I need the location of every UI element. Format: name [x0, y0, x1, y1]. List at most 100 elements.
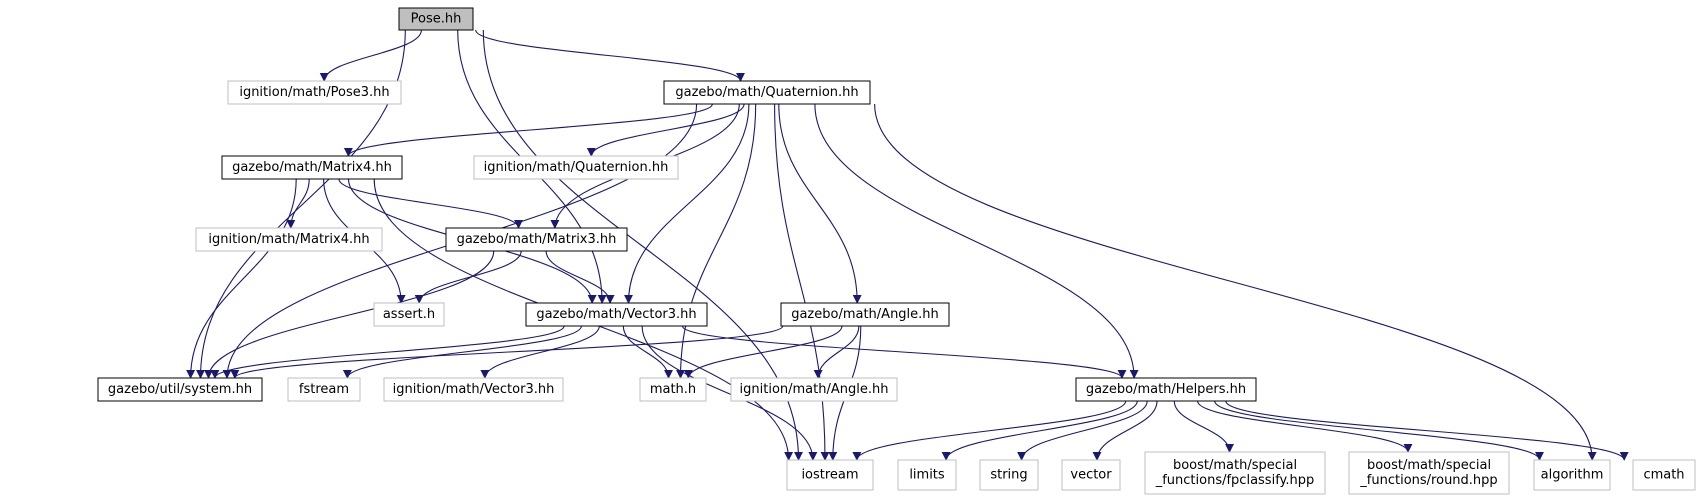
node-ign_pose3: ignition/math/Pose3.hh: [227, 80, 402, 105]
edge-helpers-to-fpclassify: [1173, 400, 1234, 453]
node-matrix3[interactable]: gazebo/math/Matrix3.hh: [445, 227, 628, 252]
node-fstream-box: [287, 377, 361, 402]
node-assert-box: [373, 302, 445, 327]
node-iostream-box: [786, 459, 874, 491]
node-quaternion[interactable]: gazebo/math/Quaternion.hh: [663, 80, 871, 105]
edge-pose-to-quaternion: [475, 29, 745, 82]
edge-quaternion-to-math_h: [676, 103, 757, 379]
node-matrix4[interactable]: gazebo/math/Matrix4.hh: [221, 155, 403, 180]
node-string: string: [979, 459, 1039, 491]
edge-matrix4-to-system: [186, 178, 297, 379]
node-vector-label: vector: [1070, 468, 1112, 483]
node-math_h: math.h: [639, 377, 707, 402]
node-cmath-label: cmath: [1643, 468, 1684, 483]
edge-matrix3-to-system: [204, 250, 495, 379]
node-string-label: string: [990, 468, 1027, 483]
node-vector-box: [1061, 459, 1121, 491]
edge-vector3-to-helpers: [681, 325, 1127, 379]
node-pose-label: Pose.hh: [411, 12, 462, 27]
node-ign_matrix4-box: [195, 227, 383, 252]
edge-vector3-to-math_h: [622, 325, 673, 379]
node-assert: assert.h: [373, 302, 445, 327]
edge-helpers-to-cmath: [1225, 400, 1629, 461]
edge-quaternion-to-matrix4: [344, 103, 713, 157]
node-pose[interactable]: Pose.hh: [398, 7, 474, 31]
node-round-label-line-2: _functions/round.hpp: [1359, 473, 1497, 488]
node-ign_quaternion: ignition/math/Quaternion.hh: [473, 155, 679, 180]
node-matrix4-box: [221, 155, 403, 180]
node-vector3-box: [525, 302, 708, 327]
node-algorithm-label: algorithm: [1541, 468, 1604, 483]
node-layer: Pose.hh ignition/math/Pose3.hh gazebo/math…: [97, 7, 1696, 495]
edge-matrix4-to-ign_matrix4: [286, 178, 310, 229]
edge-helpers-to-round: [1197, 400, 1413, 453]
node-ign_pose3-label: ignition/math/Pose3.hh: [239, 85, 389, 100]
node-ign_pose3-box: [227, 80, 402, 105]
edge-vector3-to-system: [210, 325, 565, 379]
node-angle-label: gazebo/math/Angle.hh: [791, 307, 939, 322]
node-algorithm: algorithm: [1533, 459, 1611, 491]
node-fstream-label: fstream: [299, 382, 349, 397]
node-quaternion-box: [663, 80, 871, 105]
node-fpclassify: boost/math/special_functions/fpclassify.…: [1144, 451, 1326, 495]
node-angle-box: [780, 302, 950, 327]
edge-helpers-to-vector: [1092, 400, 1158, 461]
node-round-box: [1348, 451, 1510, 495]
node-angle[interactable]: gazebo/math/Angle.hh: [780, 302, 950, 327]
node-system[interactable]: gazebo/util/system.hh: [97, 377, 263, 402]
edge-helpers-to-algorithm: [1214, 400, 1544, 461]
node-ign_angle: ignition/math/Angle.hh: [730, 377, 898, 402]
node-matrix3-label: gazebo/math/Matrix3.hh: [457, 232, 617, 247]
node-iostream: iostream: [786, 459, 874, 491]
node-math_h-label: math.h: [650, 382, 696, 397]
edge-angle-to-system: [230, 325, 784, 379]
node-vector: vector: [1061, 459, 1121, 491]
edge-pose-to-ign_pose3: [319, 29, 422, 82]
edge-quaternion-to-cmath: [874, 103, 1597, 461]
edge-quaternion-to-angle: [778, 103, 862, 304]
node-algorithm-box: [1533, 459, 1611, 491]
node-ign_vector3: ignition/math/Vector3.hh: [383, 377, 564, 402]
node-ign_matrix4: ignition/math/Matrix4.hh: [195, 227, 383, 252]
edge-quaternion-to-ign_quaternion: [586, 103, 745, 157]
node-cmath: cmath: [1632, 459, 1696, 491]
node-fpclassify-label-line-2: _functions/fpclassify.hpp: [1155, 473, 1315, 488]
node-ign_quaternion-label: ignition/math/Quaternion.hh: [484, 160, 669, 175]
node-limits-label: limits: [909, 468, 945, 483]
edge-helpers-to-limits: [941, 400, 1138, 461]
edge-helpers-to-string: [1017, 400, 1148, 461]
edge-matrix4-to-matrix3: [338, 178, 523, 229]
node-assert-label: assert.h: [383, 307, 435, 322]
node-vector3-label: gazebo/math/Vector3.hh: [536, 307, 696, 322]
node-system-box: [97, 377, 263, 402]
edge-angle-to-math_h: [683, 325, 843, 379]
node-string-box: [979, 459, 1039, 491]
node-quaternion-label: gazebo/math/Quaternion.hh: [675, 85, 858, 100]
node-ign_vector3-label: ignition/math/Vector3.hh: [393, 382, 555, 397]
edge-vector3-to-ign_vector3: [480, 325, 600, 379]
edge-quaternion-to-vector3: [624, 103, 750, 304]
node-ign_matrix4-label: ignition/math/Matrix4.hh: [208, 232, 369, 247]
node-round-label-line-1: boost/math/special: [1367, 458, 1491, 473]
node-math_h-box: [639, 377, 707, 402]
edge-quaternion-to-iostream: [774, 103, 830, 461]
node-helpers[interactable]: gazebo/math/Helpers.hh: [1075, 377, 1257, 402]
edge-vector3-to-fstream: [342, 325, 582, 379]
node-cmath-box: [1632, 459, 1696, 491]
node-ign_quaternion-box: [473, 155, 679, 180]
node-matrix4-label: gazebo/math/Matrix4.hh: [232, 160, 392, 175]
node-ign_vector3-box: [383, 377, 564, 402]
node-iostream-label: iostream: [801, 468, 858, 483]
edge-matrix3-to-vector3: [545, 250, 615, 304]
edge-quaternion-to-helpers: [814, 103, 1139, 379]
node-fpclassify-box: [1144, 451, 1326, 495]
edge-angle-to-ign_angle: [813, 325, 860, 379]
node-pose-box: [398, 7, 474, 31]
node-ign_angle-label: ignition/math/Angle.hh: [740, 382, 889, 397]
node-vector3[interactable]: gazebo/math/Vector3.hh: [525, 302, 708, 327]
edge-helpers-to-iostream: [852, 400, 1127, 461]
node-system-label: gazebo/util/system.hh: [108, 382, 252, 397]
node-limits: limits: [897, 459, 957, 491]
node-limits-box: [897, 459, 957, 491]
